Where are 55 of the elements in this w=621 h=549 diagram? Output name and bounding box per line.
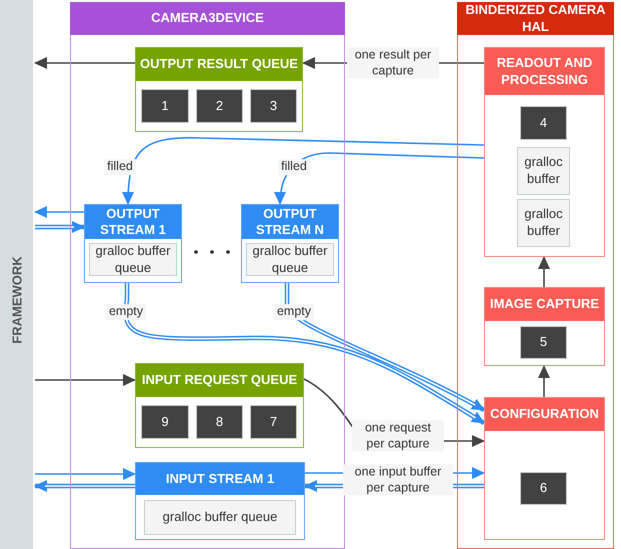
card-header: OUTPUT STREAM N [242,205,338,239]
numbered-tile: 8 [196,405,243,439]
queue-card [135,363,304,448]
stream-card [241,204,339,283]
edge-label: empty [274,304,314,320]
buffer-tile: gralloc buffer queue [246,243,334,276]
arrow [35,468,136,480]
stream-card [84,204,182,283]
card-header: INPUT STREAM 1 [136,463,304,495]
band-label: FRAMEWORK [9,256,24,344]
double-arrow [34,480,135,492]
numbered-tile: 6 [520,472,567,505]
device-panel [70,2,345,549]
arrow [34,206,84,218]
arrow [274,152,484,205]
arrow [538,365,550,397]
edge-label: filled [278,159,310,175]
numbered-tile: 9 [141,405,189,439]
edge-label: empty [106,304,146,320]
panel-header: BINDERIZED CAMERA HAL [457,2,614,35]
arrow [122,137,484,205]
buffer-tile: gralloc buffer [517,147,570,195]
buffer-tile: gralloc buffer [517,199,570,247]
card-header: READOUT AND PROCESSING [485,48,604,95]
numbered-tile: 4 [520,106,567,140]
double-arrow [284,283,486,412]
panel-header: CAMERA3DEVICE [70,2,345,35]
framework-band [0,0,33,549]
card-header: IMAGE CAPTURE [485,288,604,321]
numbered-tile: 1 [141,89,189,123]
buffer-tile: gralloc buffer queue [89,243,177,276]
card-header: CONFIGURATION [485,398,604,431]
edge-label: one input buffer per capture [343,464,453,496]
arrow [538,256,550,287]
card-header: INPUT REQUEST QUEUE [136,364,303,397]
stage-card [484,397,605,540]
card-header: OUTPUT RESULT QUEUE [136,48,302,81]
stream-card [135,462,305,540]
edge-label: filled [104,159,136,175]
queue-card [135,47,303,132]
stage-card [484,287,605,366]
card-header: OUTPUT STREAM 1 [85,205,181,239]
stage-card [484,47,605,257]
numbered-tile: 7 [250,405,297,439]
numbered-tile: 3 [250,89,297,123]
edge-label: one request per capture [352,420,444,452]
numbered-tile: 2 [196,89,243,123]
double-arrow [35,221,85,233]
hal-panel [457,2,614,549]
edge-label: one result per capture [347,47,439,79]
arrow [35,374,136,386]
buffer-tile: gralloc buffer queue [144,500,296,535]
double-arrow [124,283,486,425]
numbered-tile: 5 [520,326,567,359]
arrow [34,57,135,69]
